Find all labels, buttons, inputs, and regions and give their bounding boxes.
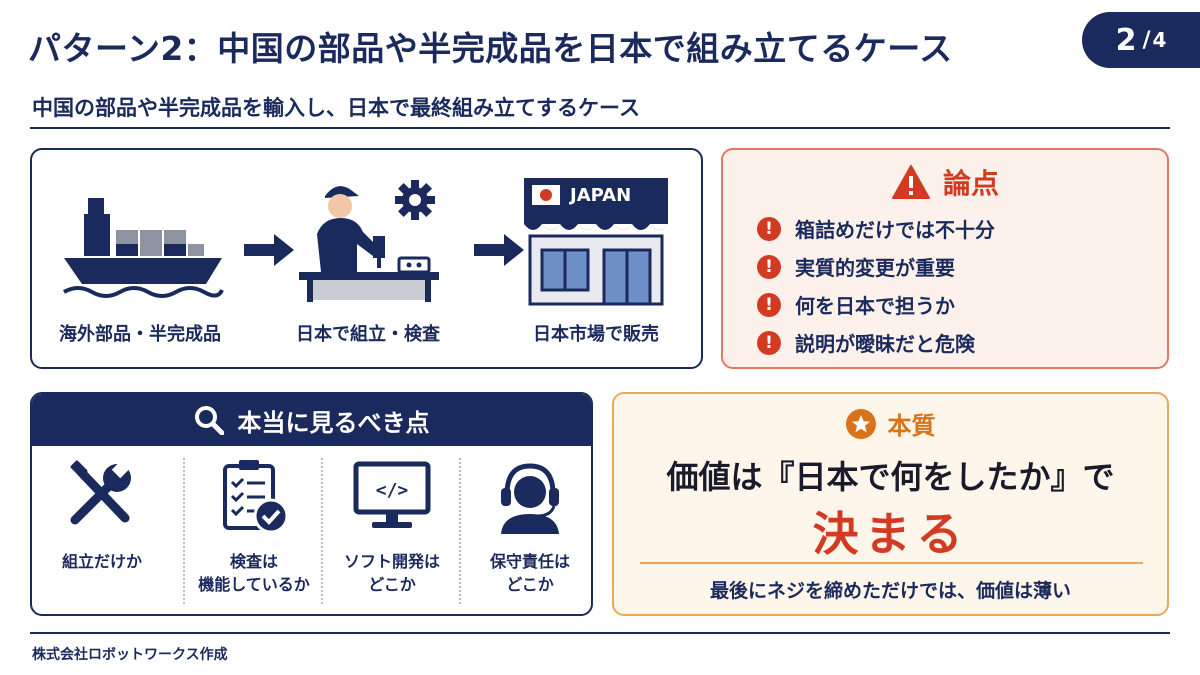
issue-text: 何を日本で担うか — [795, 294, 955, 318]
tools-icon — [70, 459, 131, 525]
flow-step-label: 日本で組立・検査 — [296, 324, 440, 345]
code-monitor-icon: </> — [353, 461, 431, 528]
store-sign-text: JAPAN — [570, 185, 632, 206]
essence-emphasis: 決まる — [812, 507, 969, 561]
exclamation-circle-icon: ! — [757, 254, 781, 279]
store-icon: JAPAN — [520, 178, 672, 306]
check-points-header: 本当に見るべき点 — [32, 394, 591, 446]
footer-divider — [30, 632, 1170, 634]
essence-title: 本質 — [614, 406, 1167, 441]
check-item: 保守責任は どこか — [460, 446, 591, 614]
essence-panel: 本質 価値は『日本で何をしたか』で 決まる 最後にネジを締めただけでは、価値は薄… — [612, 392, 1169, 616]
arrow-right-icon — [472, 232, 526, 272]
check-item-line1: ソフト開発は — [343, 552, 440, 571]
support-headset-icon — [501, 463, 559, 534]
column-divider — [321, 458, 323, 604]
cargo-ship-icon — [63, 198, 224, 298]
issue-item: ! 箱詰めだけでは不十分 — [757, 214, 995, 243]
page-title: パターン2：中国の部品や半完成品を日本で組み立てるケース — [28, 29, 953, 68]
exclamation-circle-icon: ! — [757, 292, 781, 317]
issue-text: 箱詰めだけでは不十分 — [795, 218, 995, 242]
flow-step-label: 海外部品・半完成品 — [59, 324, 221, 345]
page-subtitle: 中国の部品や半完成品を輸入し、日本で最終組み立てするケース — [32, 96, 640, 120]
check-points-title: 本当に見るべき点 — [237, 408, 430, 437]
issue-item: ! 実質的変更が重要 — [757, 252, 955, 281]
check-item-label: ソフト開発は どこか — [322, 550, 462, 596]
check-item-label: 保守責任は どこか — [460, 550, 591, 596]
warning-triangle-icon — [891, 165, 930, 199]
checklist-icon — [223, 460, 289, 534]
flow-step-assembly: 日本で組立・検査 — [268, 170, 468, 360]
column-divider — [459, 458, 461, 604]
page-number-badge: 2 / 4 — [1082, 12, 1200, 68]
exclamation-circle-icon: ! — [757, 330, 781, 355]
check-points-panel: 本当に見るべき点 組立だけか 検査は — [30, 392, 593, 616]
check-item-line1: 組立だけか — [61, 552, 142, 571]
check-item-label: 検査は 機能しているか — [184, 550, 324, 596]
footer-credit: 株式会社ロボットワークス作成 — [32, 647, 228, 663]
page-total: 4 — [1152, 28, 1167, 52]
issues-title: 論点 — [723, 162, 1167, 202]
check-item-line2: どこか — [368, 575, 416, 594]
svg-text:</>: </> — [376, 480, 409, 501]
issues-title-text: 論点 — [942, 167, 999, 200]
star-icon — [845, 408, 876, 439]
flow-step-label: 日本市場で販売 — [533, 324, 659, 345]
check-item: 組立だけか — [32, 446, 172, 614]
essence-note: 最後にネジを締めただけでは、価値は薄い — [709, 580, 1071, 602]
issue-item: ! 何を日本で担うか — [757, 290, 955, 319]
check-item-line2: どこか — [506, 575, 554, 594]
issue-text: 実質的変更が重要 — [795, 256, 955, 280]
essence-divider — [640, 562, 1143, 564]
arrow-right-icon — [242, 232, 296, 272]
column-divider — [183, 458, 185, 604]
issues-panel: 論点 ! 箱詰めだけでは不十分 ! 実質的変更が重要 ! 何を日本で担うか ! … — [721, 148, 1169, 369]
exclamation-circle-icon: ! — [757, 216, 781, 241]
flow-step-parts: 海外部品・半完成品 — [40, 170, 240, 360]
issue-text: 説明が曖昧だと危険 — [795, 332, 975, 356]
flow-step-market: JAPAN 日本市場で販売 — [496, 170, 696, 360]
essence-title-text: 本質 — [887, 412, 936, 440]
check-item: 検査は 機能しているか — [184, 446, 324, 614]
flow-panel: 海外部品・半完成品 — [30, 148, 703, 369]
issue-item: ! 説明が曖昧だと危険 — [757, 328, 975, 357]
page-current: 2 — [1115, 22, 1137, 58]
check-item-line2: 機能しているか — [198, 575, 310, 594]
check-item-line1: 検査は — [229, 552, 278, 571]
header-divider — [30, 127, 1170, 129]
essence-statement: 価値は『日本で何をしたか』で — [666, 458, 1115, 496]
check-item: </> ソフト開発は どこか — [322, 446, 462, 614]
check-item-label: 組立だけか — [32, 550, 172, 573]
search-icon — [194, 406, 224, 435]
worker-assembly-icon — [299, 180, 439, 302]
check-item-line1: 保守責任は — [489, 552, 570, 571]
page-separator: / — [1142, 27, 1151, 53]
